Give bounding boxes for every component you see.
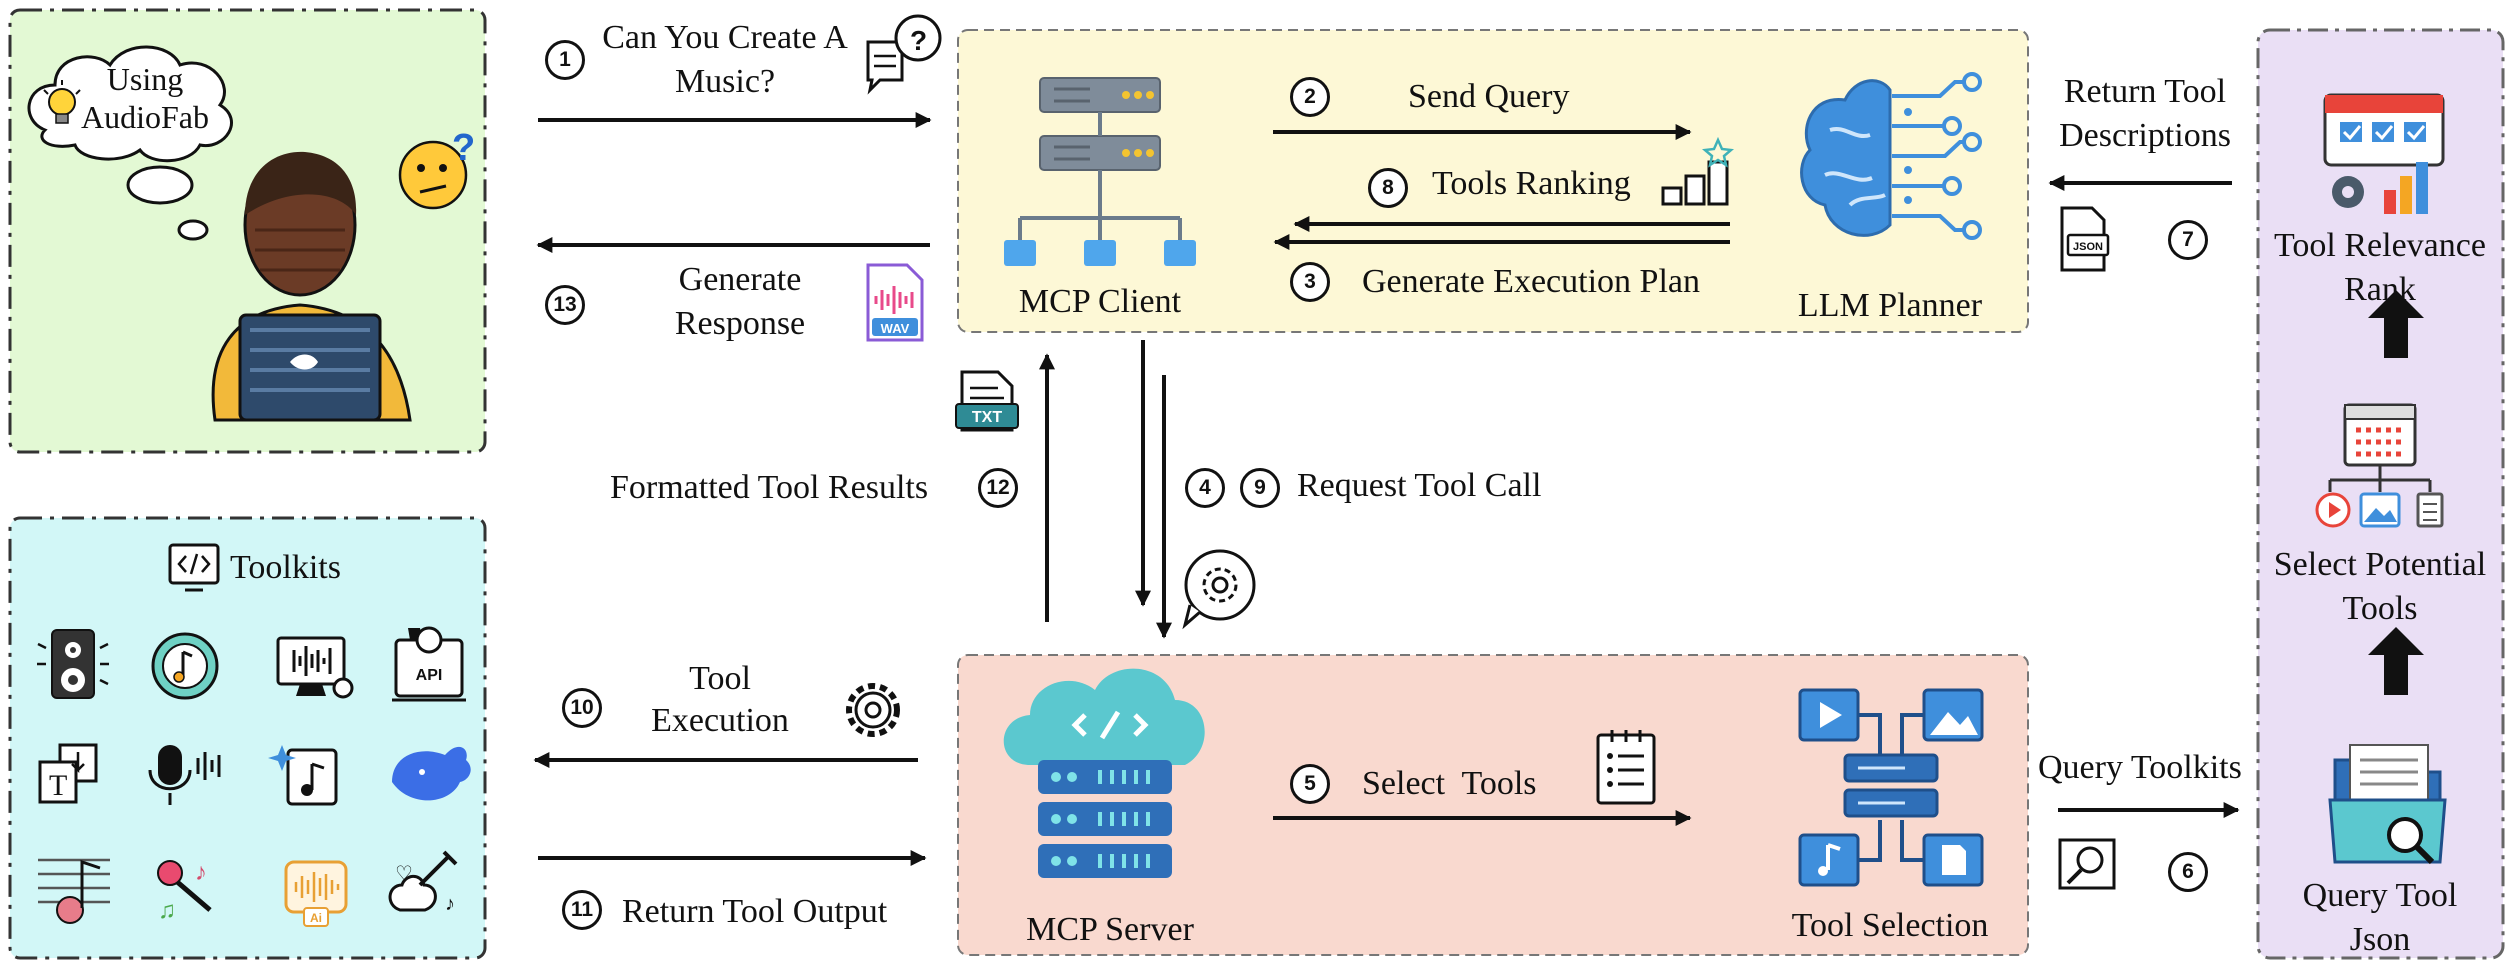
llm-brain-icon: [1800, 72, 1982, 240]
step-12-label: Formatted Tool Results: [610, 469, 929, 506]
step-2-label: Send Query: [1408, 78, 1570, 115]
llm-planner-label: LLM Planner: [1797, 287, 1983, 324]
whale-logo-icon: [392, 746, 471, 801]
music-score-icon: [38, 858, 110, 924]
step-5-label: Select Tools: [1362, 765, 1537, 802]
svg-text:♫: ♫: [158, 898, 176, 924]
music-note-sparkle-icon: [268, 745, 338, 806]
arrow-up-json-to-select: [2368, 627, 2424, 695]
karaoke-mic-icon: ♪ ♫: [157, 860, 212, 924]
wav-file-icon: [866, 263, 924, 342]
audio-monitor-icon: [276, 636, 354, 699]
step-3-label: Generate Execution Plan: [1362, 263, 1700, 300]
step-11-label: Return Tool Output: [622, 893, 888, 930]
toolkits-title: Toolkits: [230, 549, 341, 586]
mcp-server-label: MCP Server: [1026, 911, 1194, 948]
music-disc-icon: [151, 632, 219, 700]
checklist-icon: [1596, 730, 1656, 805]
ranking-chart-icon: [1661, 136, 1734, 206]
gear-icon: [846, 683, 900, 737]
svg-text:♡: ♡: [395, 863, 413, 885]
ai-waveform-icon: [284, 860, 348, 927]
mcp-client-panel: [957, 29, 2029, 333]
ai-label: Ai: [310, 911, 322, 925]
guitar-icon: ♡ ♪: [388, 850, 458, 915]
step-12-badge: 12: [978, 468, 1018, 508]
step-5-badge: 5: [1290, 764, 1330, 804]
arrow-up-select-to-rank: [2368, 290, 2424, 358]
step-13-badge: 13: [545, 285, 585, 325]
api-label: API: [416, 667, 443, 684]
svg-text:♪: ♪: [195, 860, 207, 886]
gear-chat-icon: [1182, 549, 1256, 630]
thought-text: Using AudioFab: [81, 61, 209, 135]
step-7-label: Return Tool Descriptions: [2059, 73, 2231, 154]
tool-relevance-rank-label: Tool Relevance Rank: [2274, 227, 2486, 308]
speaker-icon: [37, 629, 109, 699]
step-4-badge: 4: [1185, 468, 1225, 508]
search-screen-icon: [2058, 838, 2116, 890]
step-9-badge: 9: [1240, 468, 1280, 508]
step-6-badge: 6: [2168, 852, 2208, 892]
lightbulb-icon: [43, 80, 81, 124]
svg-text:T: T: [49, 769, 67, 802]
tool-relevance-rank-icon: [2323, 93, 2445, 214]
api-icon: [392, 626, 466, 702]
step-7-badge: 7: [2168, 220, 2208, 260]
step-10-badge: 10: [562, 688, 602, 728]
step-11-badge: 11: [562, 890, 602, 930]
step-6-label: Query Toolkits: [2038, 749, 2242, 786]
mcp-server-cloud-icon: [1003, 668, 1205, 878]
mcp-client-server-icon: [1004, 77, 1196, 266]
txt-file-icon: [955, 370, 1019, 432]
step-10-label: Tool Execution: [651, 660, 789, 739]
text-to-speech-icon: T: [38, 743, 98, 804]
step-8-badge: 8: [1368, 168, 1408, 208]
step-9-label: Request Tool Call: [1297, 467, 1542, 504]
txt-label: TXT: [972, 409, 1002, 426]
json-file-icon: [2060, 206, 2110, 272]
mcp-server-panel: [957, 654, 2029, 956]
retrieval-flow-arrows: [2368, 290, 2424, 695]
code-window-icon: [168, 543, 220, 592]
step-13-label: Generate Response: [674, 261, 806, 342]
wav-label: WAV: [881, 321, 910, 336]
confused-face-icon: ?: [398, 127, 475, 210]
user-avatar: [211, 151, 412, 422]
step-8-label: Tools Ranking: [1432, 165, 1631, 202]
arrows: [533, 112, 2240, 866]
chat-question-icon: [866, 14, 942, 95]
select-potential-tools-label: Select Potential Tools: [2273, 546, 2487, 627]
tool-selection-label: Tool Selection: [1791, 907, 1989, 944]
microphone-icon: [148, 745, 221, 805]
step-1-badge: 1: [545, 40, 585, 80]
query-tool-json-label: Query Tool Json: [2302, 877, 2458, 958]
step-3-badge: 3: [1290, 262, 1330, 302]
thought-cloud: [27, 45, 233, 241]
toolkit-panel: [8, 516, 487, 960]
tool-selection-icon: [1798, 688, 1984, 887]
mcp-client-label: MCP Client: [1018, 283, 1182, 320]
json-label: JSON: [2073, 241, 2103, 253]
step-2-badge: 2: [1290, 77, 1330, 117]
step-1-label: Can You Create A Music?: [602, 19, 848, 100]
query-tool-json-icon: [2328, 744, 2447, 865]
svg-text:♪: ♪: [445, 893, 455, 915]
question-mark-label: ?: [910, 25, 927, 56]
select-potential-tools-icon: [2315, 403, 2444, 528]
svg-text:?: ?: [452, 127, 475, 169]
